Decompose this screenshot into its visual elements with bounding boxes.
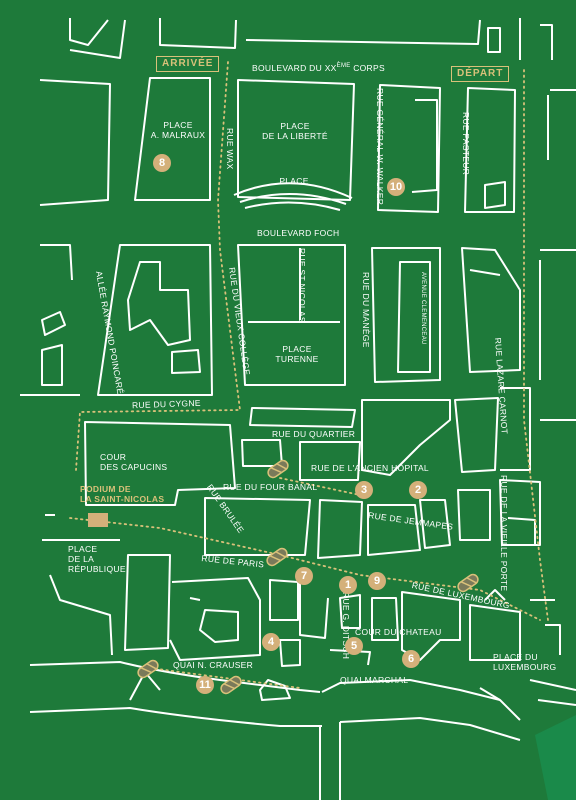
marker-4[interactable]: 4 xyxy=(262,633,280,651)
street-label-rue-wax: RUE WAX xyxy=(225,128,235,170)
street-label-rue-manege: RUE DU MANÈGE xyxy=(361,272,371,348)
marker-8[interactable]: 8 xyxy=(153,154,171,172)
marker-1[interactable]: 1 xyxy=(339,576,357,594)
street-label-quai-crauser: QUAI N. CRAUSER xyxy=(173,660,254,670)
street-label-avenue-clemenceau: AVENUE CLEMENCEAU xyxy=(420,272,426,345)
marker-9[interactable]: 9 xyxy=(368,572,386,590)
street-label-bd-xx-corps: BOULEVARD DU XXÈME CORPS xyxy=(252,63,385,73)
place-label-place: PLACE xyxy=(279,176,309,186)
place-label-chateau: COUR DU CHATEAU xyxy=(355,627,442,637)
marker-10[interactable]: 10 xyxy=(387,178,405,196)
street-label-rue-quartier: RUE DU QUARTIER xyxy=(272,429,356,439)
marker-11[interactable]: 11 xyxy=(196,676,214,694)
street-label-rue-ancien-hopital: RUE DE L'ANCIEN HÔPITAL xyxy=(311,463,429,473)
marker-7[interactable]: 7 xyxy=(295,567,313,585)
arrival-label: ARRIVÉE xyxy=(156,56,220,72)
departure-label: DÉPART xyxy=(451,66,510,82)
barrier-icons xyxy=(137,459,479,695)
street-label-rue-vieille-porte: RUE DE LA VIEILLE PORTE xyxy=(499,475,509,592)
street-label-bd-foch: BOULEVARD FOCH xyxy=(257,228,340,238)
marker-3[interactable]: 3 xyxy=(355,481,373,499)
street-label-rue-walker: RUE GÉNÉRAL W. WALKER xyxy=(375,88,385,206)
street-label-quai-marchal: QUAI MARCHAL xyxy=(340,675,409,685)
street-label-rue-four-banal: RUE DU FOUR BANAL xyxy=(223,482,318,492)
street-label-rue-st-nicolas: RUE ST NICOLAS xyxy=(297,248,307,323)
podium-marker xyxy=(88,513,108,527)
marker-2[interactable]: 2 xyxy=(409,481,427,499)
marker-6[interactable]: 6 xyxy=(402,650,420,668)
marker-5[interactable]: 5 xyxy=(345,637,363,655)
street-label-rue-pasteur: RUE PASTEUR xyxy=(461,112,471,176)
